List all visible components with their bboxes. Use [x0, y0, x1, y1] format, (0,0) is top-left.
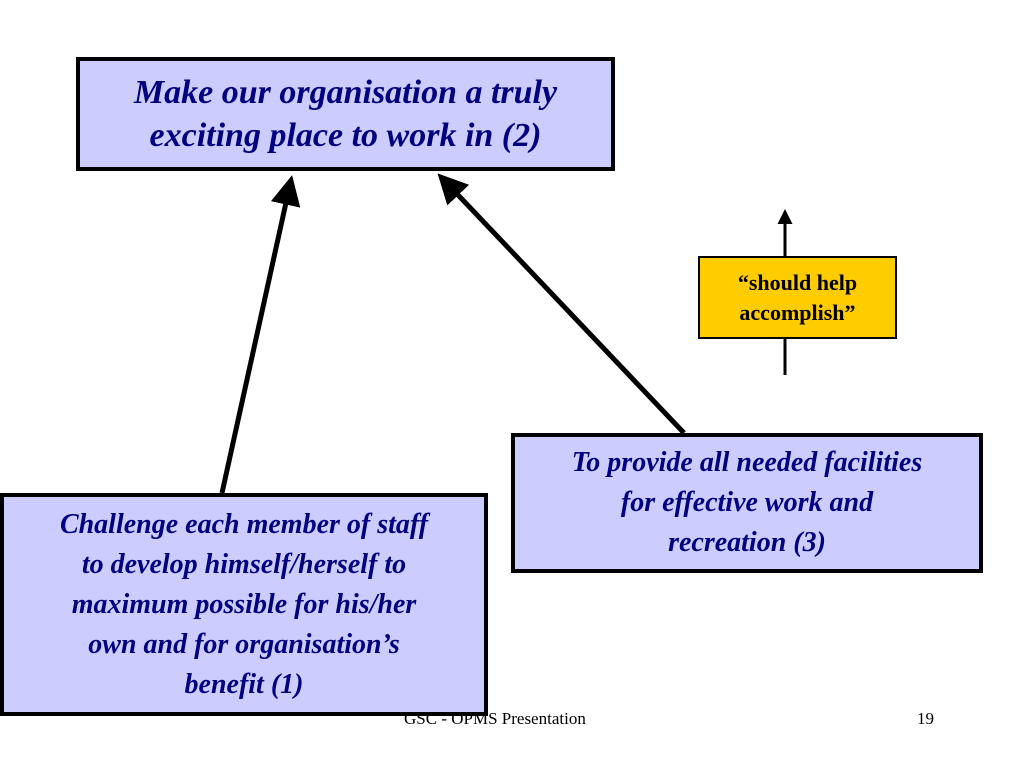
arrow-facilities-to-goal: [437, 173, 686, 435]
arrow-challenge-to-goal: [219, 175, 301, 494]
goal-box: Make our organisation a truly exciting p…: [76, 57, 615, 171]
challenge-box: Challenge each member of staff to develo…: [0, 493, 488, 716]
facilities-box: To provide all needed facilities for eff…: [511, 433, 983, 573]
page-number: 19: [917, 709, 934, 728]
legend-box: “should help accomplish”: [698, 256, 897, 339]
